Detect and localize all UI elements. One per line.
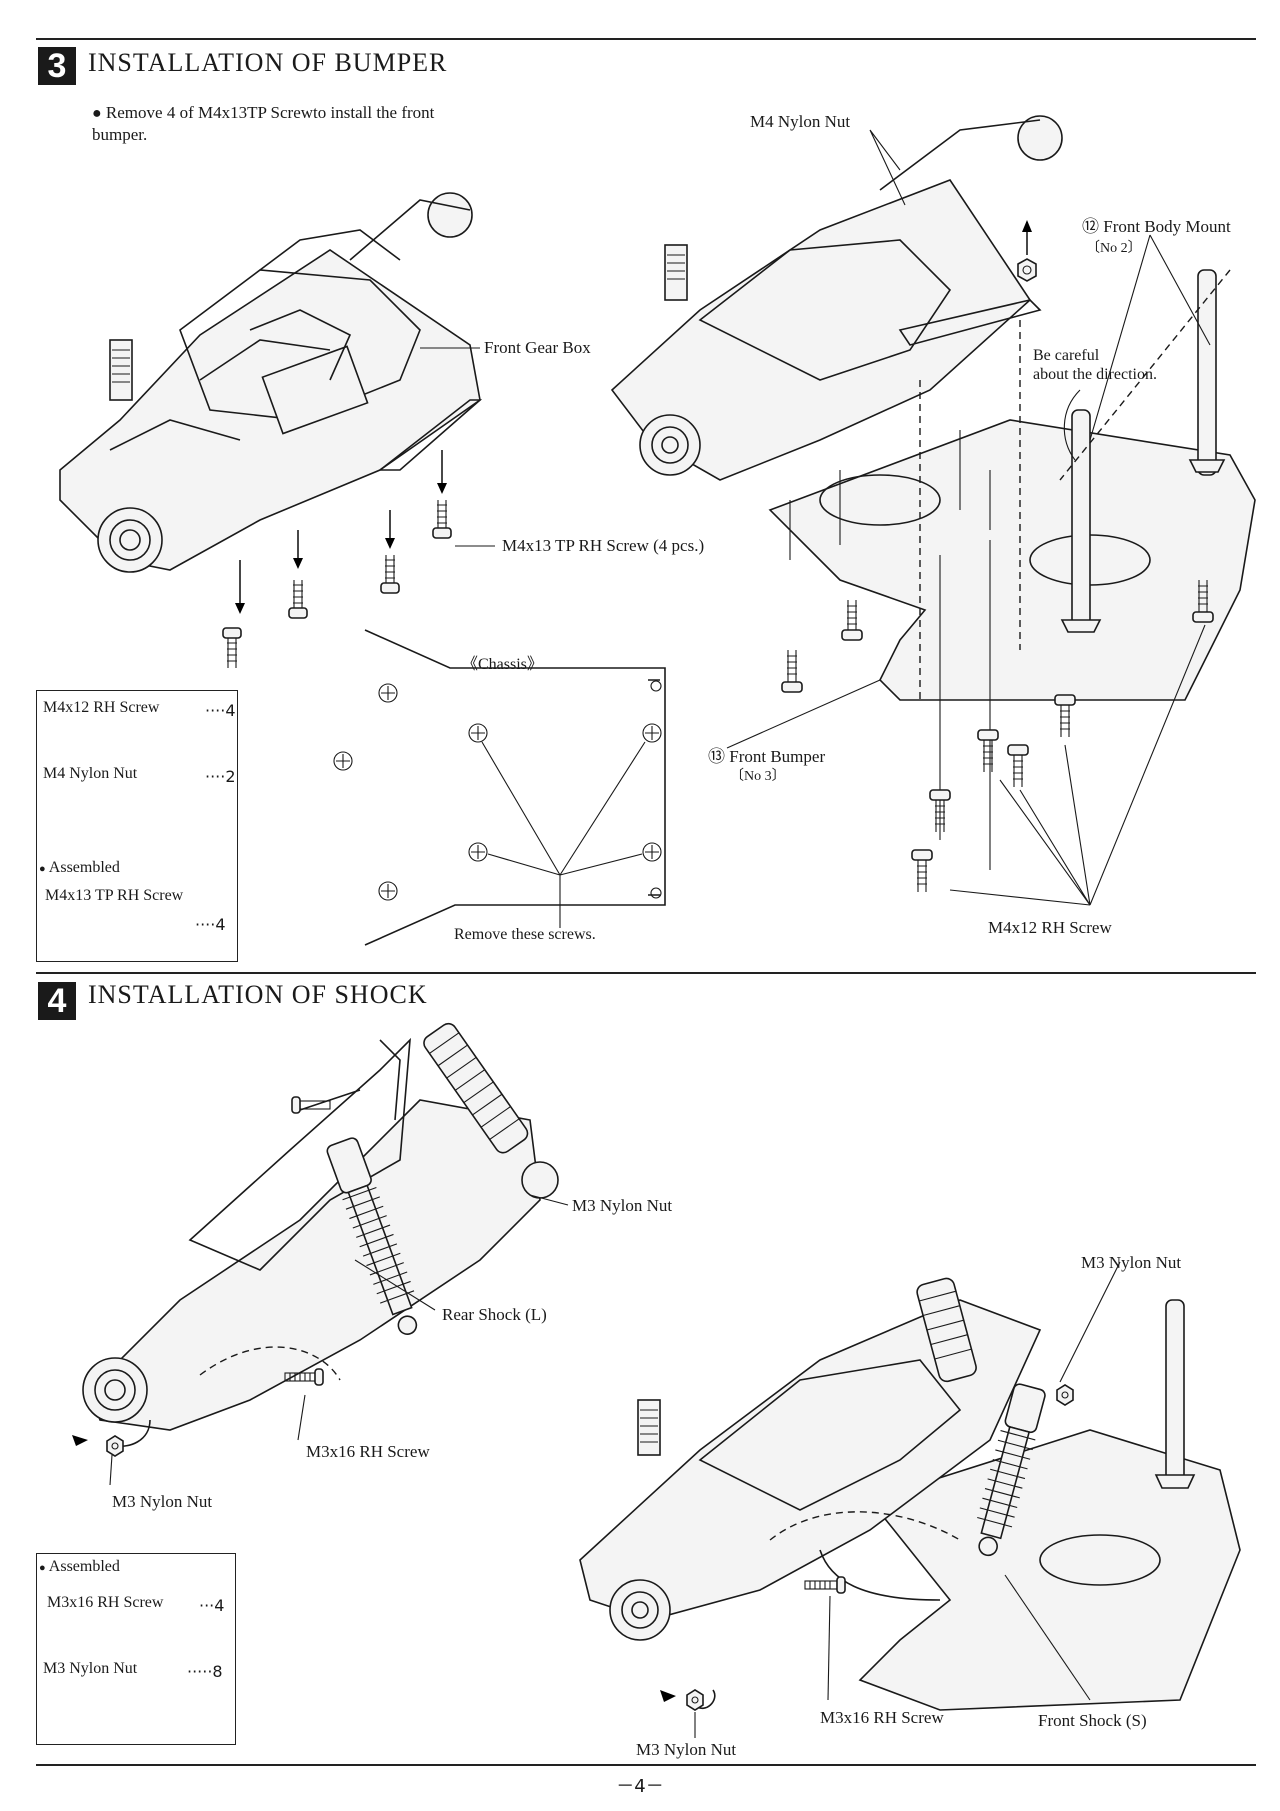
- label-m4-nylon-nut: M4 Nylon Nut: [750, 112, 851, 131]
- parts-item-m4-nut-qty: ····2: [205, 767, 236, 786]
- label-front-shock: Front Shock (S): [1038, 1711, 1147, 1730]
- parts-assembled-label: ● Assembled: [39, 1558, 120, 1575]
- parts-item-m4x13-name: M4x13 TP RH Screw: [45, 887, 184, 904]
- label-remove-screws: Remove these screws.: [454, 926, 596, 943]
- parts-assembled-label: ● Assembled: [39, 859, 120, 876]
- label-chassis: 《Chassis》: [462, 656, 543, 673]
- section-3-parts-box: M4x12 RH Screw ····4 M4 Nylon Nut ····2 …: [36, 690, 238, 962]
- top-rule: [36, 38, 1256, 40]
- bullet-icon: ●: [92, 105, 102, 122]
- front-bumper-assembly-drawing: [610, 115, 1256, 870]
- parts-item-m4-nut-name: M4 Nylon Nut: [43, 765, 138, 782]
- m4x12-screws-right: [781, 580, 1214, 892]
- bottom-rule: [36, 1764, 1256, 1766]
- section-4-number: 4: [38, 982, 76, 1020]
- parts-item-m3x16-qty: ···4: [199, 1596, 225, 1615]
- label-front-body-mount-no: 〔No 2〕: [1086, 241, 1142, 256]
- label-m4x13-tp: M4x13 TP RH Screw (4 pcs.): [502, 536, 705, 555]
- section-3-number: 3: [38, 47, 76, 85]
- parts-item-m3-nut-qty: ·····8: [187, 1662, 223, 1681]
- label-front-gear-box: Front Gear Box: [484, 338, 591, 357]
- section-divider: [36, 972, 1256, 974]
- section-3-title: INSTALLATION OF BUMPER: [88, 48, 448, 77]
- label-m4x12-rh: M4x12 RH Screw: [988, 918, 1112, 937]
- chassis-outline: [333, 629, 666, 946]
- rear-shock-assembly-drawing: [82, 1022, 559, 1447]
- front-gear-box-drawing: [59, 192, 483, 573]
- label-m3-nylon-nut-top: M3 Nylon Nut: [572, 1196, 673, 1215]
- front-shock-assembly-drawing: [579, 1277, 1241, 1711]
- section-3-note: ● Remove 4 of M4x13TP Screwto install th…: [92, 102, 452, 145]
- parts-item-m4x12-qty: ····4: [205, 701, 236, 720]
- parts-item-m4x12-name: M4x12 RH Screw: [43, 699, 160, 716]
- label-m3-nylon-nut-left: M3 Nylon Nut: [112, 1492, 213, 1511]
- parts-item-m4x13-qty: ····4: [195, 915, 226, 934]
- label-m3-nylon-nut-right: M3 Nylon Nut: [1081, 1253, 1182, 1272]
- label-front-body-mount: ⑫ Front Body Mount: [1082, 217, 1231, 236]
- tp-screws-left: [222, 500, 452, 668]
- bullet-icon: ●: [39, 1562, 46, 1574]
- section-4-parts-box: ● Assembled M3x16 RH Screw ···4 M3 Nylon…: [36, 1553, 236, 1745]
- parts-item-m3x16-name: M3x16 RH Screw: [47, 1594, 164, 1611]
- label-about-direction: about the direction.: [1033, 366, 1157, 383]
- label-m3-nylon-nut-bottom: M3 Nylon Nut: [636, 1740, 737, 1759]
- section-4-title: INSTALLATION OF SHOCK: [88, 980, 428, 1009]
- label-rear-shock: Rear Shock (L): [442, 1305, 547, 1324]
- note-text: Remove 4 of M4x13TP Screwto install the …: [92, 103, 435, 144]
- label-be-careful: Be careful: [1033, 347, 1100, 364]
- bullet-icon: ●: [39, 863, 46, 875]
- label-m3x16-left: M3x16 RH Screw: [306, 1442, 430, 1461]
- label-m3x16-right: M3x16 RH Screw: [820, 1708, 944, 1727]
- page-number: －4－: [616, 1776, 664, 1797]
- label-front-bumper-no: 〔No 3〕: [730, 769, 786, 784]
- parts-item-m3-nut-name: M3 Nylon Nut: [43, 1660, 138, 1677]
- screw-arrows-left: [235, 450, 447, 614]
- label-front-bumper: ⑬ Front Bumper: [708, 747, 826, 766]
